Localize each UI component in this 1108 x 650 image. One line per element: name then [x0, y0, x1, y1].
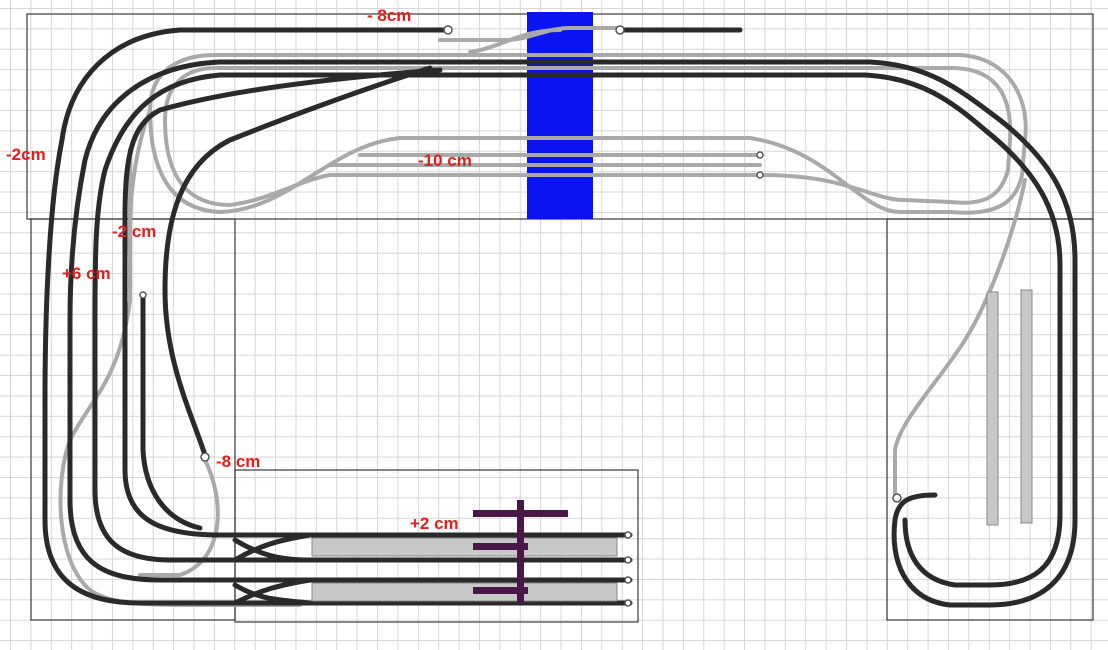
main-short-spur [140, 292, 203, 531]
elevation-label-left: -2cm [6, 145, 46, 164]
buffer-stop-top-right [615, 25, 625, 35]
crane-arm-1 [473, 510, 568, 517]
right-platform-2 [1020, 289, 1033, 524]
main-x-crossing-2 [232, 577, 313, 606]
buffer-stop-station-4 [624, 599, 632, 607]
crane-column [517, 500, 524, 604]
baseboard-left [30, 218, 236, 621]
elevation-label-center: -10 cm [418, 151, 472, 170]
lower-outer-loop [148, 53, 1028, 215]
main-left-fourth [122, 67, 633, 538]
station-platform-upper [311, 537, 618, 557]
lower-crossing-bottom [468, 28, 562, 54]
crane-structure [473, 500, 568, 604]
main-spiral-ramp [162, 65, 433, 458]
buffer-stop-station-3 [624, 576, 632, 584]
bridge-section [527, 12, 593, 219]
elevation-label-inner: -2 cm [112, 222, 157, 241]
buffer-stop-spiral [200, 452, 210, 462]
baseboard-right [886, 218, 1094, 621]
baseboard-bottom-station [234, 469, 639, 623]
main-x-crossing-1 [232, 532, 313, 563]
main-left-second [67, 59, 633, 583]
buffer-stop-siding-2 [756, 171, 764, 179]
lower-spiral-hook [138, 458, 220, 577]
lower-inner-loop [163, 66, 1013, 207]
main-outer-loop [217, 59, 1078, 608]
main-level-tracks [42, 27, 1078, 608]
buffer-stop-spur [139, 291, 147, 299]
main-inner-loop [217, 72, 1063, 588]
elevation-label-station: +2 cm [410, 514, 459, 533]
station-platforms [311, 289, 1033, 602]
elevation-label-spiral-end: -8 cm [216, 452, 261, 471]
buffer-stop-top-left [443, 25, 453, 35]
main-left-third [92, 72, 633, 563]
right-platform-1 [986, 291, 999, 526]
lower-right-descent [893, 178, 1027, 502]
crane-arm-3 [473, 587, 528, 594]
elevation-label-plus6: +6 cm [62, 264, 111, 283]
buffer-stop-siding-1 [756, 151, 764, 159]
elevation-label-top: - 8cm [367, 6, 412, 25]
buffer-stops [139, 25, 902, 607]
buffer-stop-station-2 [624, 556, 632, 564]
station-platform-lower [311, 582, 618, 602]
buffer-stop-right [892, 493, 902, 503]
buffer-stop-station-1 [624, 531, 632, 539]
crane-arm-2 [473, 543, 528, 550]
main-left-outer [42, 27, 633, 606]
